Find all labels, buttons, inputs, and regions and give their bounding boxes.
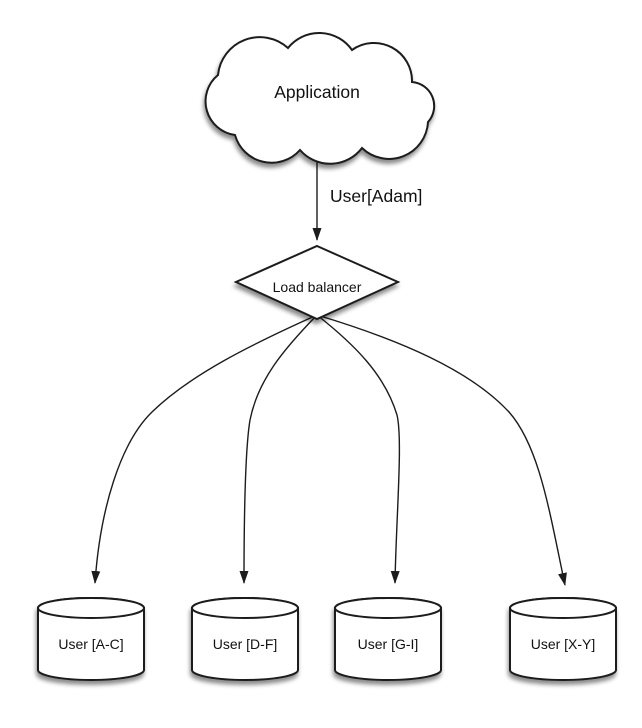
load-balancer-node: Load balancer (233, 244, 401, 321)
cylinder-top-ellipse-2 (191, 597, 299, 619)
cloud-shape (204, 31, 436, 165)
shard-node-1: User [A-C] (37, 597, 145, 681)
cylinder-top-ellipse-4 (509, 597, 617, 619)
shard-node-3: User [G-I] (334, 597, 442, 681)
shard-node-4: User [X-Y] (509, 597, 617, 681)
edge-lb-to-shard-1 (91, 314, 318, 584)
shard-node-2: User [D-F] (191, 597, 299, 681)
shard-label-3: User [G-I] (358, 636, 419, 652)
shard-label-4: User [X-Y] (531, 636, 596, 652)
cylinder-top-ellipse-3 (334, 597, 442, 619)
shard-label-1: User [A-C] (58, 636, 123, 652)
diamond-shape (233, 244, 401, 321)
load-balancer-label: Load balancer (273, 279, 362, 295)
application-label: Application (274, 82, 360, 102)
cylinder-top-ellipse-1 (37, 597, 145, 619)
shard-label-2: User [D-F] (213, 636, 278, 652)
edge-lb-to-shard-2 (239, 314, 318, 584)
edges-layer (91, 156, 567, 586)
application-node: Application (204, 31, 436, 165)
edge-lb-to-shard-4 (316, 314, 567, 586)
edge-lb-to-shard-3 (316, 314, 401, 584)
edge-app-to-lb-label: User[Adam] (330, 186, 422, 206)
